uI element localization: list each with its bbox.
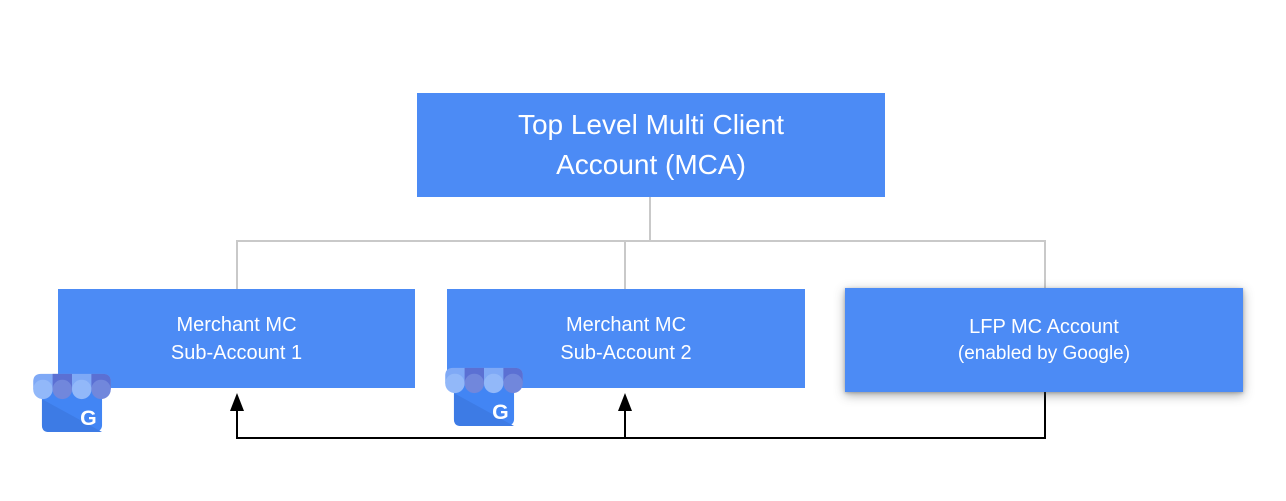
node-label-line: Merchant MC — [565, 313, 687, 336]
node-label-line: Merchant MC — [176, 313, 297, 336]
node-label-line: Top Level Multi Client — [517, 109, 785, 140]
google-business-profile-icon: G — [33, 373, 111, 433]
arrowhead-to-sub2 — [618, 393, 632, 411]
connector-sub2-vertical — [624, 240, 626, 289]
node-label-line: Sub-Account 2 — [560, 341, 692, 364]
node-label-line: Account (MCA) — [556, 149, 746, 180]
google-business-profile-icon: G — [445, 367, 523, 427]
node-label-line: LFP MC Account — [969, 316, 1119, 338]
node-lfp-mc-account: LFP MC Account (enabled by Google) — [845, 288, 1243, 392]
feed-line-sub2-stem — [624, 410, 626, 439]
connector-sub1-vertical — [236, 240, 238, 289]
feed-line-horizontal — [236, 437, 1046, 439]
feed-line-lfp-down — [1044, 392, 1046, 439]
google-g-letter: G — [492, 400, 509, 424]
arrowhead-to-sub1 — [230, 393, 244, 411]
node-label-line: (enabled by Google) — [957, 343, 1131, 364]
node-merchant-sub-account-1: Merchant MC Sub-Account 1 — [58, 289, 415, 388]
connector-lfp-vertical — [1044, 240, 1046, 288]
connector-mca-vertical — [649, 197, 651, 241]
connector-horizontal-rail — [236, 240, 1046, 242]
feed-line-sub1-stem — [236, 410, 238, 439]
node-label-line: Sub-Account 1 — [170, 341, 303, 364]
google-g-letter: G — [80, 406, 97, 430]
node-top-level-mca: Top Level Multi Client Account (MCA) — [417, 93, 885, 197]
